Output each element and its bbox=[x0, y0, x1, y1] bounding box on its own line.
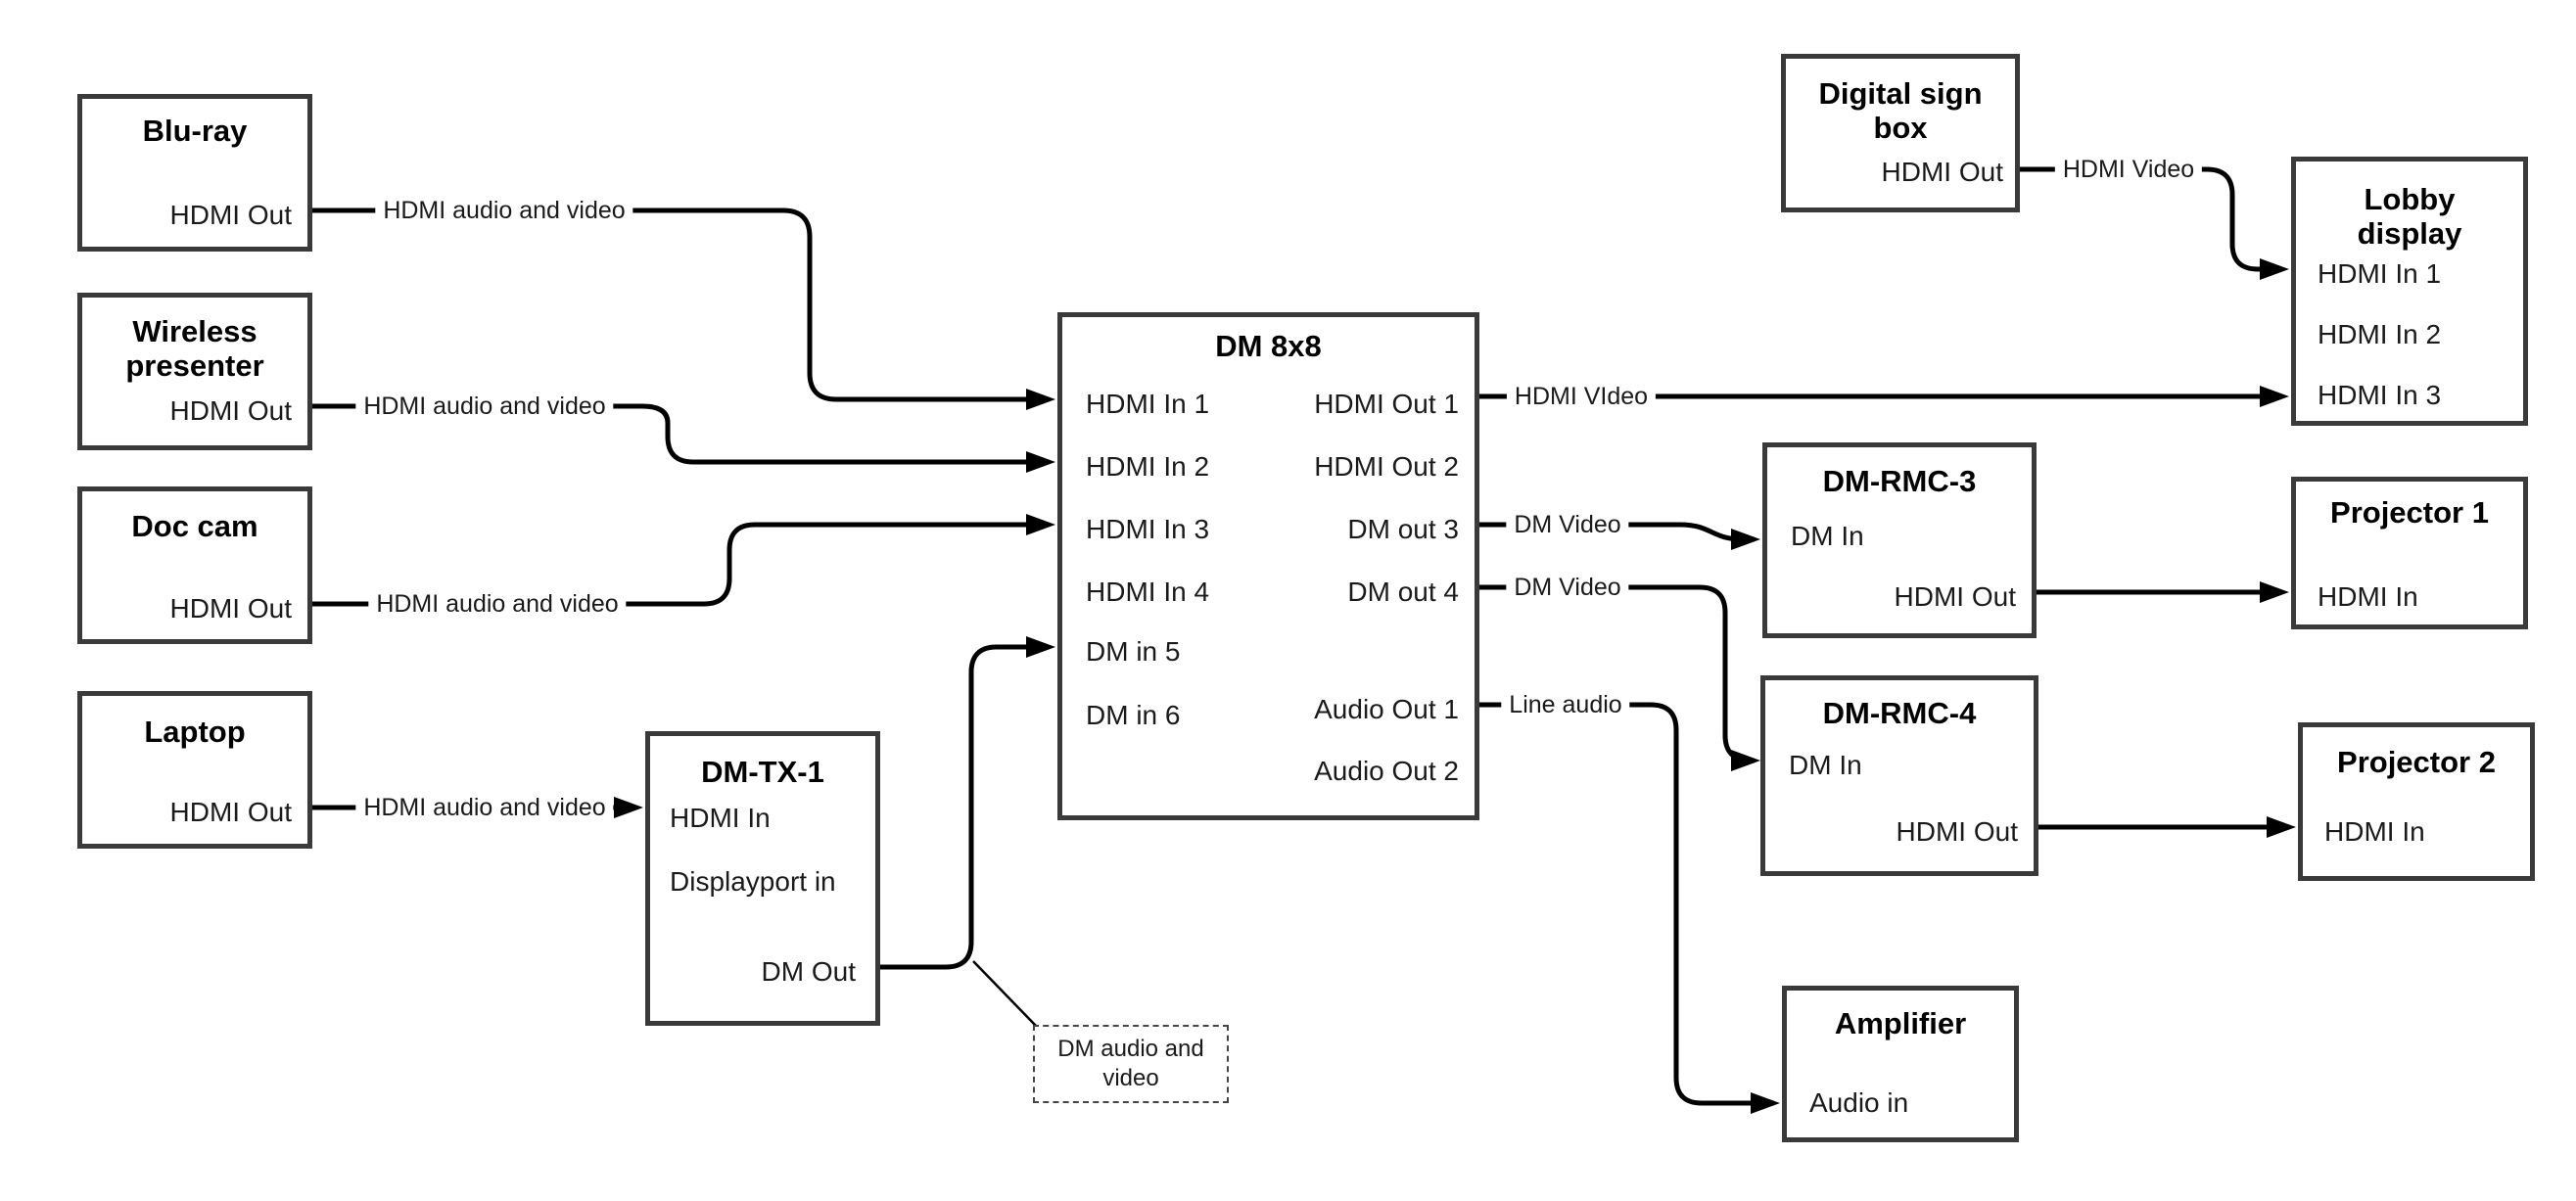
arrowhead bbox=[1026, 389, 1055, 410]
port-dm-in: DM In bbox=[1789, 750, 1862, 780]
node-projector-1: Projector 1 HDMI In bbox=[2291, 477, 2528, 629]
node-dm-rmc-4: DM-RMC-4 DM In HDMI Out bbox=[1760, 675, 2038, 876]
wire-signbox-to-lobby-in1 bbox=[2020, 166, 2264, 272]
node-laptop: Laptop HDMI Out bbox=[77, 691, 312, 849]
port-hdmi-in-1: HDMI In 1 bbox=[2318, 258, 2442, 289]
wire-label-dm-video-out3: DM Video bbox=[1506, 510, 1629, 539]
arrowhead bbox=[1751, 1092, 1780, 1114]
arrowhead bbox=[1026, 451, 1055, 473]
node-digital-sign-box: Digital sign box HDMI Out bbox=[1781, 54, 2020, 212]
wire-doccam-to-dm8x8 bbox=[312, 522, 1030, 607]
port-dm-in-5: DM in 5 bbox=[1086, 636, 1181, 667]
port-hdmi-in-3: HDMI In 3 bbox=[1086, 514, 1210, 544]
wire-label-line-audio: Line audio bbox=[1501, 690, 1630, 719]
arrowhead bbox=[1731, 750, 1760, 771]
arrowhead bbox=[2267, 816, 2296, 838]
arrowhead bbox=[2260, 581, 2289, 603]
node-title-line: Wireless bbox=[132, 314, 258, 348]
wire-label-hdmi-av-doccam: HDMI audio and video bbox=[368, 589, 627, 619]
arrowhead bbox=[1026, 514, 1055, 535]
node-title: Projector 2 bbox=[2337, 745, 2496, 779]
wire-dmtx1-to-dm8x8 bbox=[880, 644, 1030, 970]
node-projector-2: Projector 2 HDMI In bbox=[2298, 722, 2535, 881]
wire-label-hdmi-av-bluray: HDMI audio and video bbox=[375, 196, 633, 225]
port-audio-out-2: Audio Out 2 bbox=[1314, 756, 1459, 786]
port-hdmi-out: HDMI Out bbox=[1894, 581, 2016, 612]
port-hdmi-out: HDMI Out bbox=[169, 200, 292, 230]
node-title-line: display bbox=[2357, 216, 2462, 251]
wire-bluray-to-dm8x8 bbox=[312, 208, 1030, 402]
arrowhead bbox=[1731, 529, 1760, 550]
node-title: DM-TX-1 bbox=[701, 755, 824, 789]
port-hdmi-in-4: HDMI In 4 bbox=[1086, 577, 1210, 607]
node-dm-8x8: DM 8x8 HDMI In 1 HDMI In 2 HDMI In 3 HDM… bbox=[1057, 312, 1479, 820]
port-hdmi-out: HDMI Out bbox=[169, 593, 292, 624]
port-hdmi-in: HDMI In bbox=[2318, 581, 2418, 612]
port-hdmi-in-1: HDMI In 1 bbox=[1086, 389, 1210, 419]
node-title: Wireless presenter bbox=[82, 314, 307, 383]
port-dm-out-4: DM out 4 bbox=[1347, 577, 1459, 607]
node-title: Laptop bbox=[144, 715, 246, 749]
port-hdmi-in: HDMI In bbox=[670, 803, 771, 833]
port-hdmi-out: HDMI Out bbox=[1881, 157, 2003, 187]
wire-label-hdmi-video-out1: HDMI VIdeo bbox=[1506, 382, 1657, 411]
port-hdmi-out-1: HDMI Out 1 bbox=[1314, 389, 1459, 419]
annotation-line: video bbox=[1102, 1065, 1159, 1091]
port-audio-out-1: Audio Out 1 bbox=[1314, 694, 1459, 724]
node-dm-rmc-3: DM-RMC-3 DM In HDMI Out bbox=[1762, 442, 2037, 638]
port-hdmi-out: HDMI Out bbox=[169, 797, 292, 827]
node-wireless-presenter: Wireless presenter HDMI Out bbox=[77, 293, 312, 450]
wire-label-hdmi-video-sign: HDMI Video bbox=[2054, 155, 2203, 184]
arrowhead bbox=[2260, 386, 2289, 407]
node-doc-cam: Doc cam HDMI Out bbox=[77, 486, 312, 644]
node-dm-tx-1: DM-TX-1 HDMI In Displayport in DM Out bbox=[645, 731, 880, 1026]
arrowhead bbox=[614, 797, 643, 818]
node-title-line: Lobby bbox=[2364, 182, 2456, 216]
port-hdmi-in: HDMI In bbox=[2324, 816, 2425, 847]
annotation-dm-audio-video: DM audio and video bbox=[1033, 1025, 1229, 1103]
node-title-line: presenter bbox=[125, 348, 264, 383]
node-title: DM-RMC-3 bbox=[1822, 464, 1977, 498]
wire-label-hdmi-av-laptop: HDMI audio and video bbox=[355, 793, 614, 822]
node-title: DM 8x8 bbox=[1215, 329, 1322, 363]
port-dm-in-6: DM in 6 bbox=[1086, 700, 1181, 730]
port-hdmi-in-3: HDMI In 3 bbox=[2318, 380, 2442, 410]
arrowhead bbox=[2260, 258, 2289, 280]
node-title: Amplifier bbox=[1834, 1006, 1967, 1040]
port-dm-out: DM Out bbox=[761, 956, 856, 987]
wire-dm8x8-to-amplifier bbox=[1479, 702, 1774, 1106]
port-hdmi-out-2: HDMI Out 2 bbox=[1314, 451, 1459, 482]
arrowhead bbox=[1026, 636, 1055, 658]
node-title: Blu-ray bbox=[142, 114, 248, 148]
node-amplifier: Amplifier Audio in bbox=[1782, 986, 2019, 1142]
port-dm-in: DM In bbox=[1791, 521, 1864, 551]
port-displayport-in: Displayport in bbox=[670, 866, 836, 897]
node-title: Projector 1 bbox=[2330, 495, 2489, 530]
wire-wireless-to-dm8x8 bbox=[312, 403, 1030, 465]
port-dm-out-3: DM out 3 bbox=[1347, 514, 1459, 544]
port-hdmi-out: HDMI Out bbox=[169, 395, 292, 426]
node-bluray: Blu-ray HDMI Out bbox=[77, 94, 312, 252]
port-hdmi-in-2: HDMI In 2 bbox=[1086, 451, 1210, 482]
port-hdmi-out: HDMI Out bbox=[1896, 816, 2018, 847]
node-title-line: box bbox=[1873, 111, 1928, 145]
port-audio-in: Audio in bbox=[1809, 1087, 1909, 1118]
wire-label-hdmi-av-wireless: HDMI audio and video bbox=[355, 392, 614, 421]
wire-dm8x8-to-rmc4 bbox=[1479, 584, 1755, 763]
node-title-line: Digital sign bbox=[1818, 76, 1983, 111]
wire-label-dm-video-out4: DM Video bbox=[1506, 573, 1629, 602]
node-title: DM-RMC-4 bbox=[1822, 696, 1977, 730]
node-title: Digital sign box bbox=[1786, 76, 2015, 145]
annotation-callout-line bbox=[972, 960, 1037, 1027]
node-lobby-display: Lobby display HDMI In 1 HDMI In 2 HDMI I… bbox=[2291, 157, 2528, 426]
node-title: Doc cam bbox=[131, 509, 258, 543]
node-title: Lobby display bbox=[2296, 182, 2523, 251]
port-hdmi-in-2: HDMI In 2 bbox=[2318, 319, 2442, 349]
annotation-line: DM audio and bbox=[1057, 1036, 1204, 1062]
